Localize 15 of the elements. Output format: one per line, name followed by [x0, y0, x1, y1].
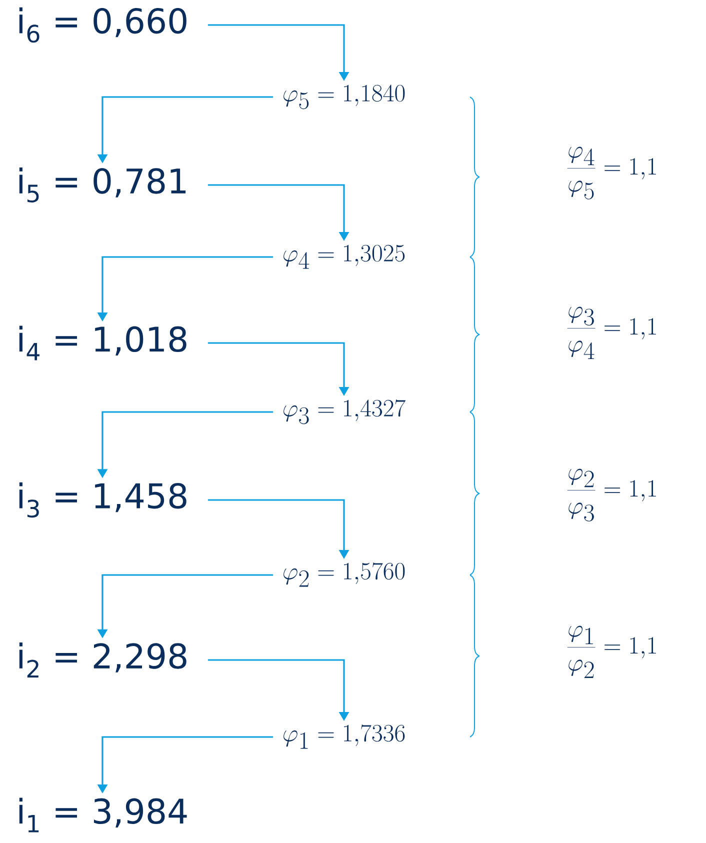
value-label: i$_{2}$ = 2,298 — [19, 642, 186, 678]
ratio-formula: $\frac{\varphi_4}{\varphi_5} = 1{,}1$ — [567, 146, 656, 200]
ratio-formula: $\varphi_4 = 1{,}3025$ — [284, 244, 405, 269]
ratio-formula: $\varphi_3 = 1{,}4327$ — [284, 399, 406, 424]
ratio-formula: $\varphi_2 = 1{,}5760$ — [284, 562, 405, 587]
value-label: i$_{5}$ = 0,781 — [19, 168, 186, 202]
value-label: i$_{1}$ = 3,984 — [19, 798, 187, 832]
value-label: i$_{4}$ = 1,018 — [19, 326, 186, 360]
ratio-formula: $\frac{\varphi_3}{\varphi_4} = 1{,}1$ — [567, 306, 656, 360]
ratio-formula: $\frac{\varphi_2}{\varphi_3} = 1{,}1$ — [567, 468, 656, 522]
value-label: i$_{3}$ = 1,458 — [19, 482, 186, 518]
ratio-formula: $\varphi_1 = 1{,}7336$ — [284, 724, 405, 749]
ratio-formula: $\varphi_5 = 1{,}1840$ — [284, 84, 405, 110]
ratio-formula: $\frac{\varphi_1}{\varphi_2} = 1{,}1$ — [567, 626, 656, 678]
value-label: i$_{6}$ = 0,660 — [19, 7, 186, 43]
